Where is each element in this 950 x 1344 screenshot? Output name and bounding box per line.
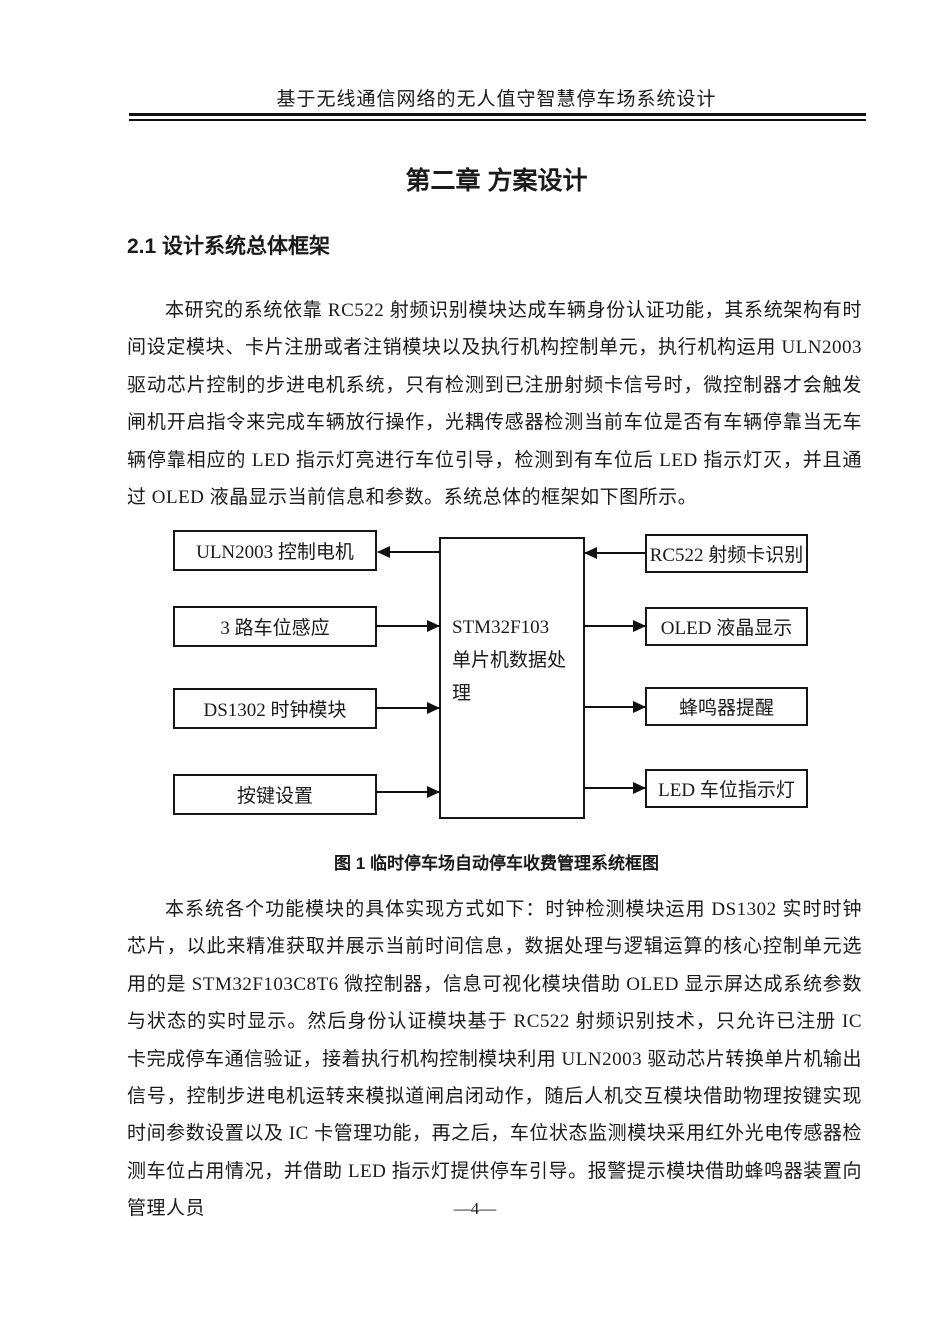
section-heading: 2.1 设计系统总体框架 [127, 235, 331, 258]
body-paragraph-1: 本研究的系统依靠 RC522 射频识别模块达成车辆身份认证功能，其系统架构有时间… [127, 300, 862, 509]
block-label-line1: STM32F103 [452, 617, 550, 638]
block-label: LED 车位指示灯 [658, 780, 795, 801]
chapter-title: 第二章 方案设计 [405, 167, 588, 195]
arrow-center-to-led-icon [585, 782, 646, 794]
arrow-keys-to-center-icon [377, 786, 440, 798]
arrow-sensors-to-center-icon [377, 620, 440, 632]
block-key-settings: 按键设置 [173, 774, 377, 815]
page-number: —4— [453, 1199, 497, 1218]
block-label: OLED 液晶显示 [660, 618, 793, 639]
block-label: 按键设置 [236, 786, 313, 807]
figure-caption: 图 1 临时停车场自动停车收费管理系统框图 [334, 854, 659, 873]
block-ds1302-clock: DS1302 时钟模块 [173, 688, 377, 729]
arrow-ds1302-to-center-icon [377, 702, 440, 714]
running-header-title: 基于无线通信网络的无人值守智慧停车场系统设计 [276, 89, 717, 110]
header-double-rule [129, 113, 866, 121]
arrow-center-to-uln2003-icon [377, 546, 439, 558]
arrow-center-to-oled-icon [585, 620, 646, 632]
block-label: DS1302 时钟模块 [203, 700, 347, 721]
block-stm32-mcu: STM32F103 单片机数据处理 [439, 537, 585, 819]
block-buzzer-alert: 蜂鸣器提醒 [645, 687, 808, 726]
block-label: RC522 射频卡识别 [649, 545, 804, 566]
block-label: ULN2003 控制电机 [196, 542, 354, 563]
block-label: 3 路车位感应 [220, 618, 330, 639]
block-label-line2: 单片机数据处理 [452, 650, 567, 704]
block-led-indicator: LED 车位指示灯 [645, 769, 808, 808]
block-uln2003-motor: ULN2003 控制电机 [173, 530, 377, 571]
block-rc522-rfid: RC522 射频卡识别 [645, 534, 808, 573]
arrow-center-to-buzzer-icon [585, 701, 646, 713]
block-label: 蜂鸣器提醒 [678, 698, 774, 719]
body-paragraph-2: 本系统各个功能模块的具体实现方式如下：时钟检测模块运用 DS1302 实时时钟芯… [127, 899, 862, 1220]
block-oled-display: OLED 液晶显示 [645, 607, 808, 646]
arrow-rc522-to-center-icon [584, 547, 645, 559]
block-parking-sensors: 3 路车位感应 [173, 606, 377, 647]
